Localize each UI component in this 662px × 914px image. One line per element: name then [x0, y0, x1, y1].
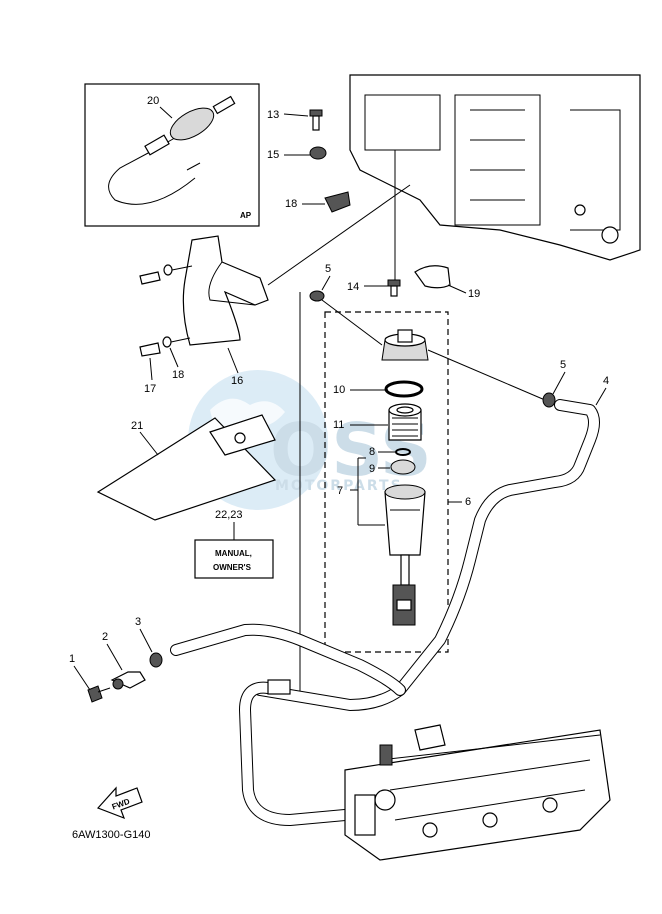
part-4-clip: 3 — [135, 616, 163, 668]
part-5-clip-right: 5 — [542, 359, 566, 408]
part-11-filter-element: 11 — [333, 403, 422, 441]
fuel-rail-assembly — [344, 724, 611, 861]
callout-7: 7 — [337, 485, 343, 497]
engine-block — [349, 74, 641, 261]
callout-15: 16 — [231, 375, 243, 387]
callout-14: 15 — [267, 149, 279, 161]
callout-21: 21 — [131, 420, 143, 432]
callout-12: 13 — [267, 109, 279, 121]
part-22-23-manual: 22,23 MANUAL, OWNER'S — [194, 509, 274, 579]
part-21-bag: 21 — [96, 414, 277, 521]
part-10-o-ring: 10 — [333, 380, 424, 398]
callout-13: 14 — [347, 281, 359, 293]
callout-1: 1 — [69, 653, 75, 665]
fuel-filter-assembly-box — [324, 311, 449, 653]
part-16-screw: 17 18 — [139, 264, 193, 395]
callout-11: 11 — [333, 419, 344, 431]
part-7-filter-cup: 7 — [337, 457, 426, 626]
callout-8: 8 — [369, 446, 375, 458]
manual-label-line1: MANUAL, — [215, 549, 252, 558]
part-14-grommet: 15 — [267, 146, 327, 161]
figure-code: 6AW1300-G140 — [72, 829, 150, 841]
callout-20: 20 — [147, 95, 159, 107]
fwd-arrow-icon: FWD — [96, 786, 143, 820]
part-8-o-ring: 8 — [369, 446, 411, 458]
callout-19: 19 — [468, 288, 480, 300]
inset-box-primer-bulb: 20 AP — [84, 83, 260, 227]
callout-5-left: 5 — [325, 263, 331, 275]
part-9-float: 9 — [369, 459, 416, 475]
callout-6: 6 — [465, 496, 471, 508]
part-13-bolt: 14 — [347, 279, 401, 297]
callout-17: 18 — [172, 369, 184, 381]
inset-tag: AP — [240, 211, 252, 220]
filter-head — [321, 299, 546, 401]
fuel-hose-lower — [170, 623, 406, 826]
callout-10: 10 — [333, 384, 345, 396]
part-15-bracket: 16 — [182, 235, 269, 387]
part-2-joint: 2 — [102, 631, 146, 690]
callout-16: 17 — [144, 383, 156, 395]
callout-5-right: 5 — [560, 359, 566, 371]
callout-2: 2 — [102, 631, 108, 643]
callout-3: 4 — [603, 375, 609, 387]
callout-22-23: 22,23 — [215, 509, 243, 521]
part-18-clip: 18 — [285, 191, 351, 213]
manual-label-line2: OWNER'S — [213, 563, 252, 572]
callout-9: 9 — [369, 463, 375, 475]
watermark-sub-text: MOTORPARTS — [275, 478, 403, 494]
callout-4: 3 — [135, 616, 141, 628]
part-5-clip-left: 5 — [309, 263, 331, 302]
part-19-bracket: 19 — [414, 265, 480, 300]
part-1-screw: 1 — [69, 653, 111, 703]
part-12-screw: 13 — [267, 109, 323, 131]
callout-18: 18 — [285, 198, 297, 210]
